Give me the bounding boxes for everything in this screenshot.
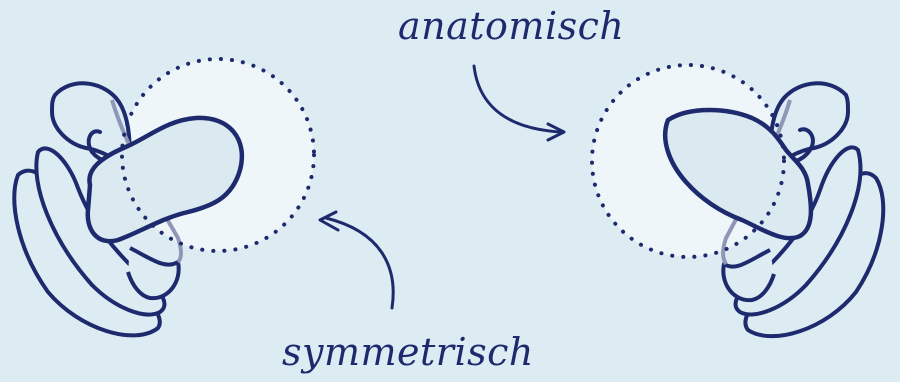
anatomic-shield-tail xyxy=(721,248,776,303)
anatomic-nipple xyxy=(662,107,814,241)
symmetric-arrow-icon xyxy=(318,210,395,310)
anatomic-label: anatomisch xyxy=(398,4,625,48)
symmetric-nipple xyxy=(85,115,245,244)
symmetric-dotted-circle xyxy=(120,57,316,253)
symmetric-label: symmetrisch xyxy=(282,330,534,374)
anatomic-seam xyxy=(721,99,792,266)
symmetric-seam xyxy=(110,99,183,264)
anatomic-arrow-icon xyxy=(472,64,566,142)
symmetric-pacifier-icon xyxy=(12,57,316,338)
anatomic-pacifier-icon xyxy=(590,63,886,339)
symmetric-shield-tail xyxy=(126,246,181,301)
anatomic-dotted-circle xyxy=(590,63,786,259)
